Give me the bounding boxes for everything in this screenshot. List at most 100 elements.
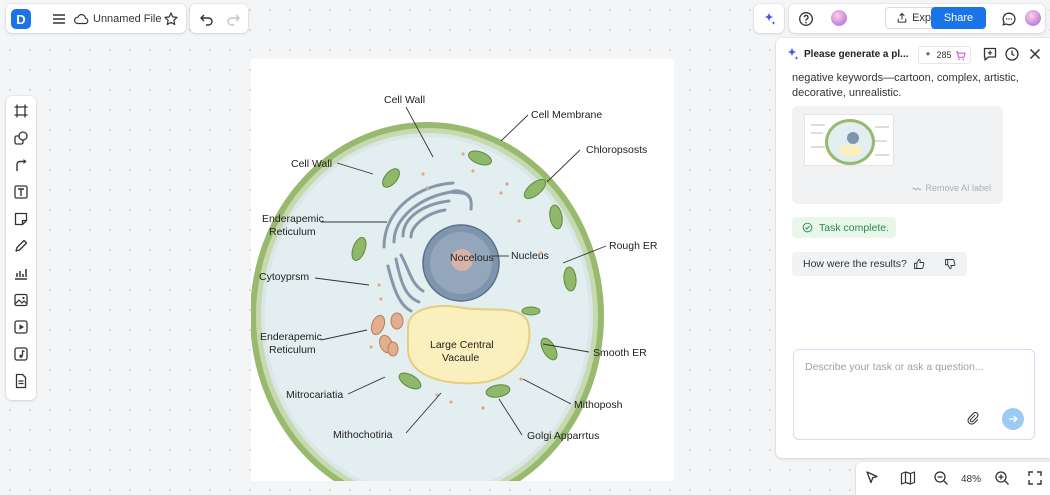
fullscreen-icon[interactable] — [1022, 465, 1048, 491]
send-button[interactable] — [1002, 408, 1024, 430]
mitochondria — [370, 312, 404, 357]
label-er-top-line2: Reticulum — [269, 226, 316, 238]
chloroplast — [563, 266, 577, 292]
label-mitochondria-left: Mitrocariatia — [286, 389, 343, 401]
new-chat-icon[interactable] — [979, 43, 1001, 65]
top-right-toolbar: Export Share — [789, 4, 1045, 33]
cytoplasm-granules — [369, 152, 543, 410]
nucleolus — [451, 249, 473, 271]
ai-assistant-toggle[interactable] — [754, 4, 784, 33]
label-chloroplasts: Chloropsosts — [586, 144, 647, 156]
chloroplast — [523, 178, 547, 200]
close-icon[interactable] — [1024, 43, 1046, 65]
document-icon[interactable] — [8, 368, 34, 394]
feedback-prompt: How were the results? — [792, 252, 967, 276]
cart-icon — [955, 50, 966, 60]
label-nucleolus: Nocelous — [450, 252, 494, 264]
remove-ai-label-text: Remove AI label — [925, 183, 992, 193]
label-vacuole-line1: Large Central — [430, 339, 494, 351]
paperclip-icon[interactable] — [962, 407, 984, 429]
cursor-icon[interactable] — [859, 465, 885, 491]
arrow-right-icon — [1009, 415, 1018, 423]
history-toolbar — [190, 4, 248, 33]
label-er-top-line1: Enderapemic — [262, 213, 324, 225]
comment-icon[interactable] — [996, 6, 1022, 32]
undo-icon[interactable] — [194, 6, 220, 32]
collaborator-avatar[interactable] — [831, 10, 847, 26]
video-icon[interactable] — [8, 314, 34, 340]
left-tools-panel — [6, 96, 36, 400]
remove-ai-label[interactable]: Remove AI label — [912, 183, 991, 193]
share-button[interactable]: Share — [931, 7, 986, 29]
check-circle-icon — [802, 222, 813, 233]
chat-input-box[interactable]: Describe your task or ask a question... — [793, 349, 1035, 440]
nucleus — [422, 224, 500, 302]
music-icon[interactable] — [8, 341, 34, 367]
label-cell-membrane: Cell Membrane — [531, 109, 602, 121]
label-mithochotiria: Mithochotiria — [333, 429, 393, 441]
feedback-question: How were the results? — [803, 258, 907, 270]
sticky-note-icon[interactable] — [8, 206, 34, 232]
mitochondrion — [387, 341, 399, 357]
app-logo[interactable]: D — [11, 9, 31, 29]
label-vacuole-line2: Vacaule — [442, 352, 479, 364]
credits-badge[interactable]: 285 — [918, 46, 971, 64]
file-name[interactable]: Unnamed File — [93, 13, 162, 25]
chloroplast — [485, 384, 511, 398]
ai-chat-title: Please generate a pl... — [804, 49, 909, 60]
label-er-bottom-line1: Enderapemic — [260, 331, 322, 343]
zoom-out-icon[interactable] — [928, 465, 954, 491]
chloroplast — [521, 306, 541, 316]
generated-image-card[interactable]: Remove AI label — [792, 106, 1003, 204]
label-er-bottom-line2: Reticulum — [269, 344, 316, 356]
thumbs-up-icon[interactable] — [910, 255, 928, 273]
chloroplast — [351, 237, 367, 261]
label-cytoplasm: Cytoyprsm — [259, 271, 309, 283]
chloroplast — [382, 168, 400, 188]
credits-count: 285 — [936, 50, 952, 60]
zoom-level[interactable]: 48% — [961, 474, 982, 485]
sparkle-icon — [756, 6, 782, 32]
chloroplast — [549, 204, 563, 230]
share-label: Share — [943, 12, 974, 24]
user-avatar[interactable] — [1025, 10, 1041, 26]
menu-icon[interactable] — [46, 6, 72, 32]
endoplasmic-reticulum — [382, 181, 473, 313]
label-mithoposh: Mithoposh — [574, 399, 623, 411]
chart-icon[interactable] — [8, 260, 34, 286]
thumbs-down-icon[interactable] — [941, 255, 959, 273]
task-status-badge: Task complete. — [792, 217, 896, 238]
shapes-icon[interactable] — [8, 125, 34, 151]
leader-lines — [314, 106, 607, 436]
generated-image-thumbnail[interactable] — [804, 114, 894, 166]
text-icon[interactable] — [8, 179, 34, 205]
plant-cell-diagram[interactable]: Cell Wall Cell Membrane Chloropsosts Cel… — [250, 59, 674, 495]
chloroplasts — [351, 150, 577, 398]
label-cell-wall-top: Cell Wall — [384, 94, 425, 106]
map-icon[interactable] — [895, 465, 921, 491]
large-central-vacuole — [407, 305, 531, 385]
credit-sparkle-icon — [925, 50, 932, 57]
chat-input-placeholder[interactable]: Describe your task or ask a question... — [805, 361, 984, 373]
upload-icon — [897, 12, 907, 23]
main-toolbar: D Unnamed File — [6, 4, 186, 33]
help-icon[interactable] — [793, 6, 819, 32]
wave-icon — [912, 187, 922, 190]
redo-icon[interactable] — [220, 6, 246, 32]
label-smooth-er: Smooth ER — [593, 347, 647, 359]
image-icon[interactable] — [8, 287, 34, 313]
chloroplast — [468, 150, 492, 166]
label-rough-er: Rough ER — [609, 240, 658, 252]
connector-icon[interactable] — [8, 152, 34, 178]
ai-message-text: negative keywords—cartoon, complex, arti… — [792, 72, 1019, 99]
canvas-artboard[interactable]: Cell Wall Cell Membrane Chloropsosts Cel… — [250, 59, 674, 495]
history-icon[interactable] — [1001, 43, 1023, 65]
star-icon[interactable] — [158, 6, 184, 32]
task-status-text: Task complete. — [819, 221, 890, 234]
label-nucleus: Nucleus — [511, 250, 549, 262]
pen-icon[interactable] — [8, 233, 34, 259]
frame-icon[interactable] — [8, 98, 34, 124]
label-golgi: Golgi Apparrtus — [527, 430, 599, 442]
zoom-in-icon[interactable] — [989, 465, 1015, 491]
label-cell-wall-left: Cell Wall — [291, 158, 332, 170]
